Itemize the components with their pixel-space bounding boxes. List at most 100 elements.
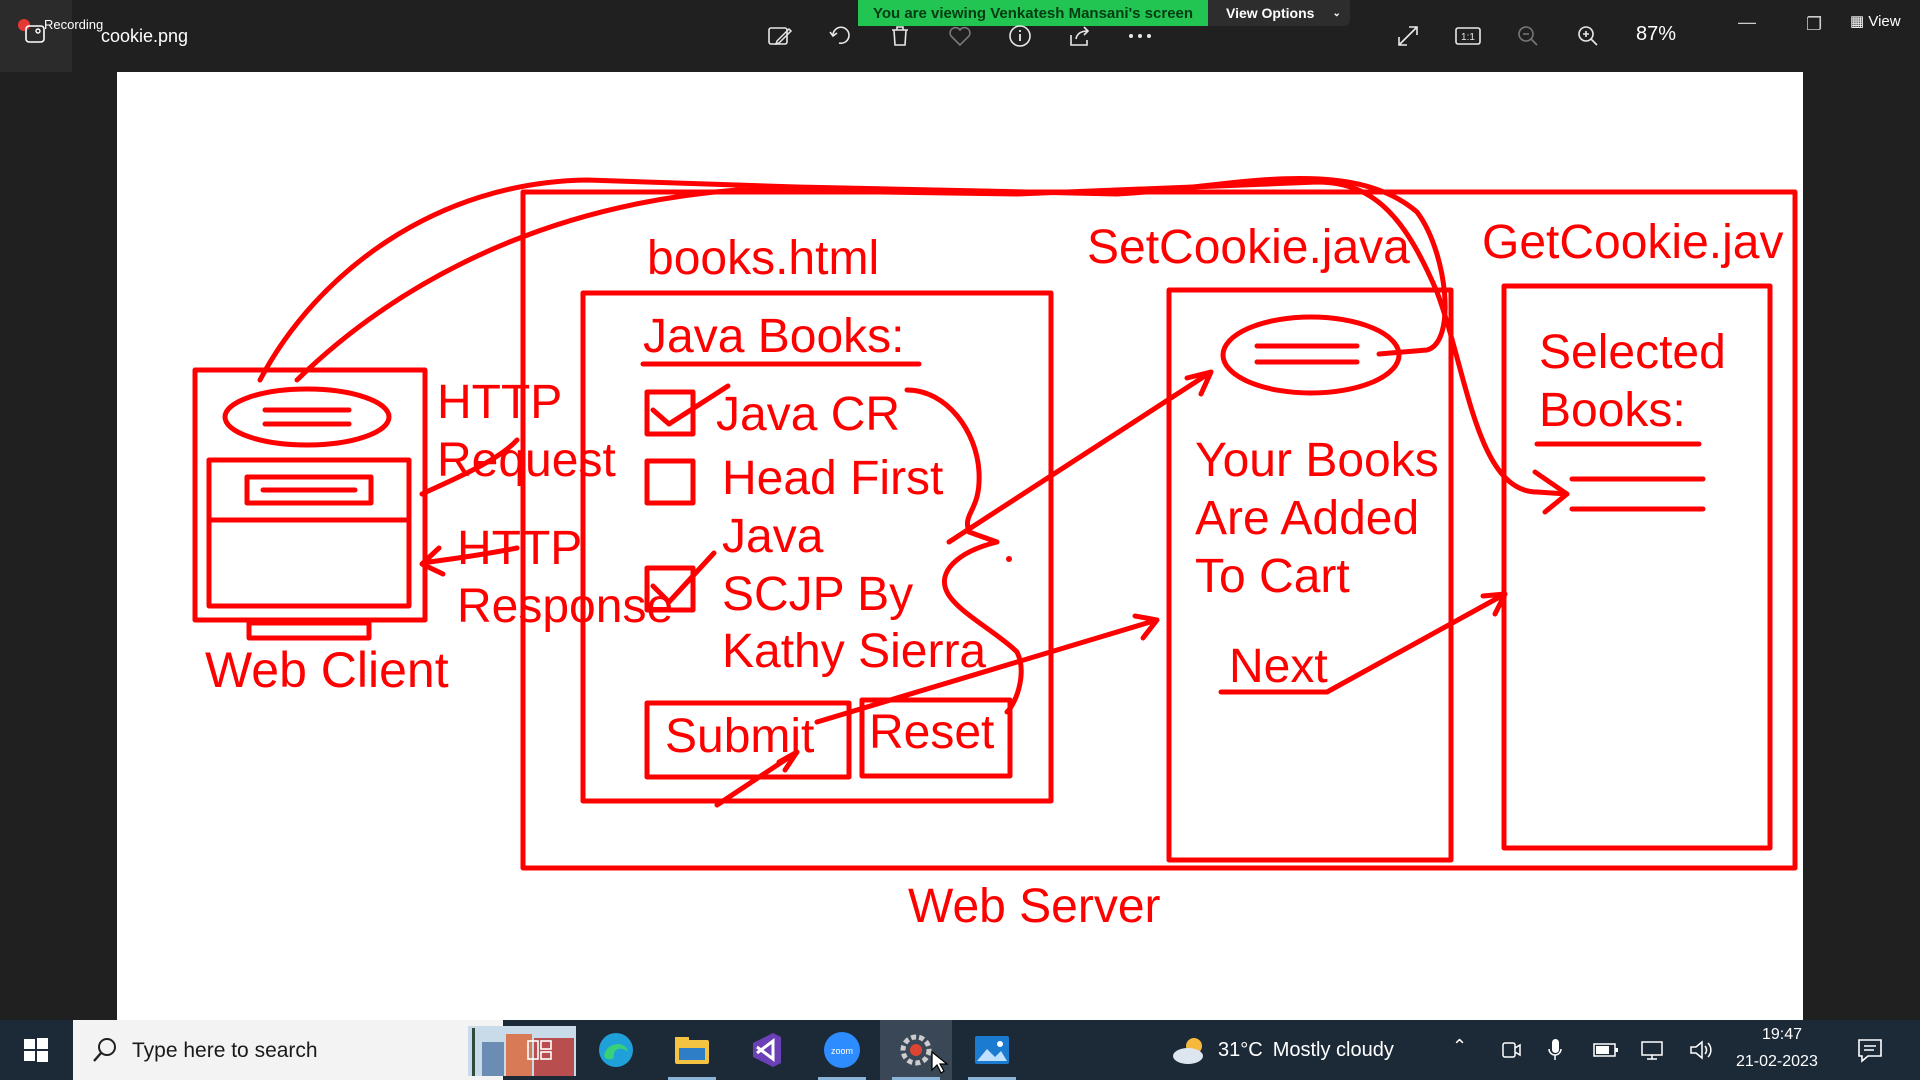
notifications-icon[interactable] xyxy=(1856,1036,1884,1064)
java-books-heading: Java Books: xyxy=(643,310,904,363)
checkmark-java-cr xyxy=(650,383,731,427)
search-icon xyxy=(93,1038,116,1062)
weather-condition: Mostly cloudy xyxy=(1272,1038,1394,1061)
restore-icon[interactable]: ❐ xyxy=(1806,14,1823,34)
info-icon[interactable] xyxy=(1004,20,1036,52)
minimize-icon[interactable]: — xyxy=(1738,12,1756,32)
chevron-down-icon: ⌄ xyxy=(1332,7,1341,19)
web-client-monitor-icon xyxy=(192,367,428,641)
reset-box xyxy=(859,697,1013,779)
checkbox-java-cr xyxy=(644,389,696,437)
setcookie-line3: To Cart xyxy=(1195,550,1350,603)
recording-label: Recording xyxy=(44,17,104,32)
checkmark-scjp xyxy=(650,550,717,605)
books-html-box xyxy=(580,290,1054,804)
network-icon[interactable] xyxy=(1640,1038,1666,1062)
checkbox-head-first xyxy=(644,458,696,506)
volume-icon[interactable] xyxy=(1688,1038,1714,1062)
zoom-icon: zoom xyxy=(824,1032,860,1068)
screen-share-banner: You are viewing Venkatesh Mansani's scre… xyxy=(858,0,1208,26)
http-response-label-1: HTTP xyxy=(457,522,582,575)
actual-size-icon[interactable]: 1:1 xyxy=(1452,20,1484,52)
recording-indicator: Recording xyxy=(0,0,103,72)
battery-icon[interactable] xyxy=(1593,1038,1619,1062)
microphone-icon[interactable] xyxy=(1547,1038,1563,1062)
mouse-cursor-icon xyxy=(931,1050,949,1074)
task-view-button[interactable] xyxy=(504,1020,576,1080)
edit-image-icon[interactable] xyxy=(764,20,796,52)
book-head-first-line2: Java xyxy=(722,510,824,563)
clock-time[interactable]: 19:47 xyxy=(1762,1026,1803,1043)
view-label: View xyxy=(1868,13,1901,30)
favorite-icon[interactable] xyxy=(944,20,976,52)
zoom-app-button[interactable]: zoom xyxy=(806,1020,878,1080)
selected-books-line2: Books: xyxy=(1539,384,1686,437)
submit-label: Submit xyxy=(665,710,814,763)
clock-date[interactable]: 21-02-2023 xyxy=(1736,1053,1818,1070)
photos-icon xyxy=(975,1036,1009,1064)
file-explorer-app-button[interactable] xyxy=(656,1020,728,1080)
meet-now-icon[interactable] xyxy=(1500,1038,1522,1062)
view-options-button[interactable]: View Options ⌄ xyxy=(1208,0,1350,26)
checkbox-scjp xyxy=(644,565,696,613)
zoom-level[interactable]: 87% xyxy=(1636,23,1677,45)
selected-books-line1: Selected xyxy=(1539,326,1726,379)
photos-app-button[interactable] xyxy=(956,1020,1028,1080)
next-label: Next xyxy=(1229,640,1328,693)
zoom-out-icon[interactable] xyxy=(1512,20,1544,52)
book-scjp-line1: SCJP By xyxy=(722,568,913,621)
fullscreen-icon[interactable] xyxy=(1392,20,1424,52)
books-html-title: books.html xyxy=(647,232,879,285)
view-options-label: View Options xyxy=(1226,5,1315,21)
search-box[interactable]: Type here to search xyxy=(73,1020,576,1080)
setcookie-title: SetCookie.java xyxy=(1087,221,1410,274)
http-request-label-1: HTTP xyxy=(437,376,562,429)
setcookie-line2: Are Added xyxy=(1195,492,1419,545)
web-server-label: Web Server xyxy=(908,880,1161,933)
svg-text:1:1: 1:1 xyxy=(1461,32,1475,43)
search-placeholder: Type here to search xyxy=(132,1039,318,1062)
visual-studio-app-button[interactable] xyxy=(730,1020,802,1080)
more-icon[interactable] xyxy=(1124,20,1156,52)
task-view-icon xyxy=(527,1040,552,1060)
rotate-icon[interactable] xyxy=(824,20,856,52)
view-button[interactable]: ▦ View xyxy=(1850,12,1901,30)
setcookie-line1: Your Books xyxy=(1195,434,1439,487)
visual-studio-icon xyxy=(753,1033,781,1067)
svg-text:zoom: zoom xyxy=(831,1046,853,1056)
chevron-up-icon[interactable]: ⌃ xyxy=(1452,1036,1468,1056)
cloudy-weather-icon xyxy=(1173,1038,1203,1064)
book-java-cr: Java CR xyxy=(716,388,900,441)
cookie-diagram: Web Client HTTP Request HTTP Response bo… xyxy=(192,175,1798,933)
edge-app-button[interactable] xyxy=(580,1020,652,1080)
book-head-first-line1: Head First xyxy=(722,452,943,505)
share-icon[interactable] xyxy=(1064,20,1096,52)
photos-app-icon xyxy=(25,25,45,43)
recording-dot-icon xyxy=(18,19,30,31)
folder-icon xyxy=(675,1037,709,1064)
settings-app-button[interactable] xyxy=(880,1020,952,1080)
web-client-label: Web Client xyxy=(205,642,449,698)
zoom-in-icon[interactable] xyxy=(1572,20,1604,52)
edge-icon xyxy=(599,1033,633,1067)
reset-label: Reset xyxy=(869,706,994,759)
image-canvas: Web Client HTTP Request HTTP Response bo… xyxy=(117,72,1803,1020)
http-response-label-2: Response xyxy=(457,580,673,633)
getcookie-box xyxy=(1501,283,1773,851)
submit-box xyxy=(644,700,852,780)
gear-icon xyxy=(900,1034,932,1066)
weather-widget[interactable]: 31°C Mostly cloudy xyxy=(1170,1034,1394,1066)
book-scjp-line2: Kathy Sierra xyxy=(722,625,986,678)
start-button[interactable] xyxy=(0,1020,72,1080)
http-request-label-2: Request xyxy=(437,434,616,487)
photos-title-bar: Recording cookie.png You are viewing Ven… xyxy=(0,0,1920,72)
weather-temperature: 31°C xyxy=(1218,1038,1263,1061)
getcookie-title: GetCookie.jav xyxy=(1482,216,1783,269)
search-highlight-image xyxy=(468,1026,576,1076)
delete-icon[interactable] xyxy=(884,20,916,52)
windows-logo-icon xyxy=(24,1038,48,1062)
windows-taskbar: Type here to search zoom 31°C Mostl xyxy=(0,1020,1920,1080)
file-name: cookie.png xyxy=(101,26,189,46)
setcookie-box xyxy=(1166,287,1454,863)
grid-icon: ▦ xyxy=(1850,13,1865,30)
